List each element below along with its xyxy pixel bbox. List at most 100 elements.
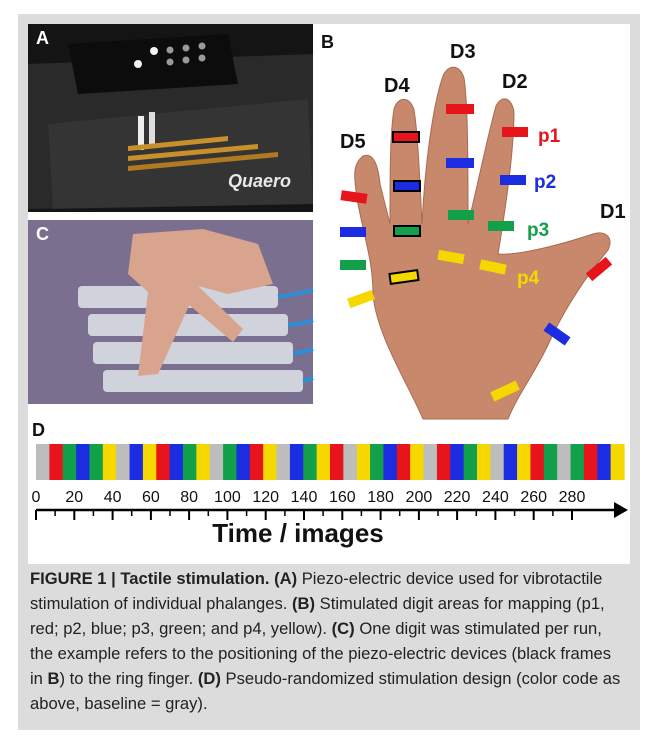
timeline-block-red bbox=[437, 444, 451, 480]
timeline-tick-label: 260 bbox=[520, 489, 547, 506]
digit-label-d1: D1 bbox=[600, 201, 626, 223]
panel-d-label: D bbox=[32, 420, 45, 440]
timeline-block-yellow bbox=[477, 444, 491, 480]
timeline-block-gray bbox=[210, 444, 224, 480]
timeline-block-blue bbox=[290, 444, 304, 480]
timeline-block-red bbox=[584, 444, 598, 480]
timeline-block-red bbox=[397, 444, 411, 480]
figure-panels: Quaero A C bbox=[28, 24, 630, 564]
timeline-block-gray bbox=[116, 444, 130, 480]
timeline-tick-label: 80 bbox=[180, 489, 198, 506]
timeline-block-yellow bbox=[611, 444, 625, 480]
timeline-block-yellow bbox=[517, 444, 531, 480]
timeline-axis-title: Time / images bbox=[212, 518, 384, 548]
figure-frame: Quaero A C bbox=[18, 14, 640, 730]
panel-b-label: B bbox=[321, 32, 334, 52]
stimulation-timeline bbox=[36, 444, 625, 480]
timeline-tick-label: 240 bbox=[482, 489, 509, 506]
timeline-tick-label: 60 bbox=[142, 489, 160, 506]
digit-label-d5: D5 bbox=[340, 131, 366, 153]
timeline-tick-label: 140 bbox=[291, 489, 318, 506]
figure-svg: Quaero A C bbox=[28, 24, 630, 564]
device-reed-2 bbox=[149, 112, 155, 148]
timeline-block-blue bbox=[383, 444, 397, 480]
timeline-block-blue bbox=[130, 444, 144, 480]
timeline-block-green bbox=[544, 444, 558, 480]
timeline-block-green bbox=[464, 444, 478, 480]
timeline-block-blue bbox=[504, 444, 518, 480]
marker-d3-p1 bbox=[446, 104, 474, 114]
timeline-block-red bbox=[330, 444, 344, 480]
timeline-tick-label: 0 bbox=[32, 489, 41, 506]
marker-d5-p4 bbox=[347, 290, 375, 308]
timeline-block-green bbox=[183, 444, 197, 480]
timeline-tick-labels: 020406080100120140160180200220240260280 bbox=[32, 489, 586, 506]
phalanx-label-p3: p3 bbox=[527, 220, 549, 241]
timeline-block-gray bbox=[424, 444, 438, 480]
timeline-block-blue bbox=[236, 444, 250, 480]
phalanx-label-p2: p2 bbox=[534, 172, 556, 193]
marker-d5-p2 bbox=[340, 227, 366, 237]
timeline-block-yellow bbox=[317, 444, 331, 480]
panel-c-label: C bbox=[36, 224, 49, 244]
timeline-block-red bbox=[530, 444, 544, 480]
timeline-block-gray bbox=[490, 444, 504, 480]
timeline-block-yellow bbox=[410, 444, 424, 480]
phalanx-label-p1: p1 bbox=[538, 126, 561, 147]
caption-d-label: (D) bbox=[198, 669, 221, 688]
timeline-block-green bbox=[223, 444, 237, 480]
timeline-tick-label: 200 bbox=[406, 489, 433, 506]
device-brand-text: Quaero bbox=[228, 171, 291, 191]
caption-figure-label: FIGURE 1 | Tactile stimulation. bbox=[30, 569, 269, 588]
timeline-block-blue bbox=[450, 444, 464, 480]
marker-d2-p2 bbox=[500, 175, 526, 185]
digit-label-d4: D4 bbox=[384, 75, 410, 97]
timeline-block-gray bbox=[557, 444, 571, 480]
panel-b: B D1 D2 D3 D4 D5 p1 p2 p3 p4 bbox=[321, 32, 626, 419]
caption-a-label: (A) bbox=[274, 569, 297, 588]
marker-d2-p3 bbox=[488, 221, 514, 231]
digit-label-d3: D3 bbox=[450, 41, 476, 63]
timeline-block-red bbox=[250, 444, 264, 480]
timeline-arrowhead bbox=[614, 502, 628, 518]
timeline-block-red bbox=[49, 444, 63, 480]
timeline-block-gray bbox=[343, 444, 357, 480]
timeline-block-green bbox=[303, 444, 317, 480]
caption-c-text2: ) to the ring finger. bbox=[60, 669, 198, 688]
timeline-block-green bbox=[63, 444, 77, 480]
timeline-block-red bbox=[156, 444, 170, 480]
timeline-tick-label: 160 bbox=[329, 489, 356, 506]
timeline-block-yellow bbox=[196, 444, 210, 480]
timeline-block-yellow bbox=[357, 444, 371, 480]
timeline-tick-label: 20 bbox=[65, 489, 83, 506]
timeline-block-green bbox=[370, 444, 384, 480]
timeline-block-blue bbox=[76, 444, 90, 480]
timeline-block-green bbox=[571, 444, 585, 480]
timeline-block-yellow bbox=[263, 444, 277, 480]
panel-a: Quaero A bbox=[28, 24, 313, 212]
timeline-block-gray bbox=[36, 444, 50, 480]
digit-label-d2: D2 bbox=[502, 71, 528, 93]
caption-c-label: (C) bbox=[332, 619, 355, 638]
marker-d4-p2 bbox=[394, 181, 420, 191]
panel-d: D 02040608010012014016018020022024026028… bbox=[32, 420, 628, 548]
timeline-block-green bbox=[89, 444, 103, 480]
timeline-tick-label: 40 bbox=[104, 489, 122, 506]
marker-d3-p3 bbox=[448, 210, 474, 220]
timeline-block-blue bbox=[170, 444, 184, 480]
timeline-tick-label: 100 bbox=[214, 489, 241, 506]
timeline-tick-label: 280 bbox=[559, 489, 586, 506]
timeline-block-blue bbox=[597, 444, 611, 480]
marker-d4-p1 bbox=[393, 132, 419, 142]
timeline-tick-label: 120 bbox=[252, 489, 279, 506]
device-top-plate bbox=[68, 34, 238, 94]
marker-d2-p1 bbox=[502, 127, 528, 137]
panel-a-label: A bbox=[36, 28, 49, 48]
panel-c: C bbox=[28, 220, 313, 404]
caption-b-label: (B) bbox=[292, 594, 315, 613]
phalanx-label-p4: p4 bbox=[517, 268, 540, 289]
timeline-block-yellow bbox=[143, 444, 157, 480]
marker-d4-p3 bbox=[394, 226, 420, 236]
marker-d3-p2 bbox=[446, 158, 474, 168]
timeline-tick-label: 180 bbox=[367, 489, 394, 506]
